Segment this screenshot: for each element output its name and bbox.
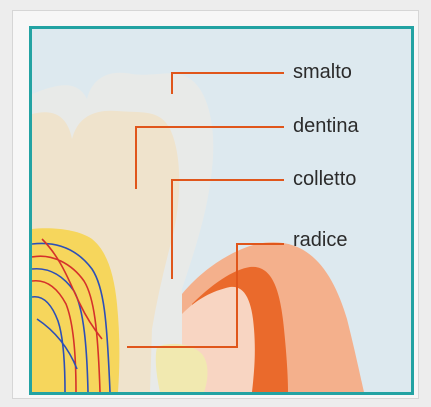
label-dentina: dentina bbox=[293, 116, 359, 136]
label-colletto: colletto bbox=[293, 169, 356, 189]
tooth-diagram-frame bbox=[29, 26, 414, 395]
label-radice: radice bbox=[293, 230, 347, 250]
label-smalto: smalto bbox=[293, 62, 352, 82]
tooth-cross-section-illustration bbox=[32, 29, 411, 392]
